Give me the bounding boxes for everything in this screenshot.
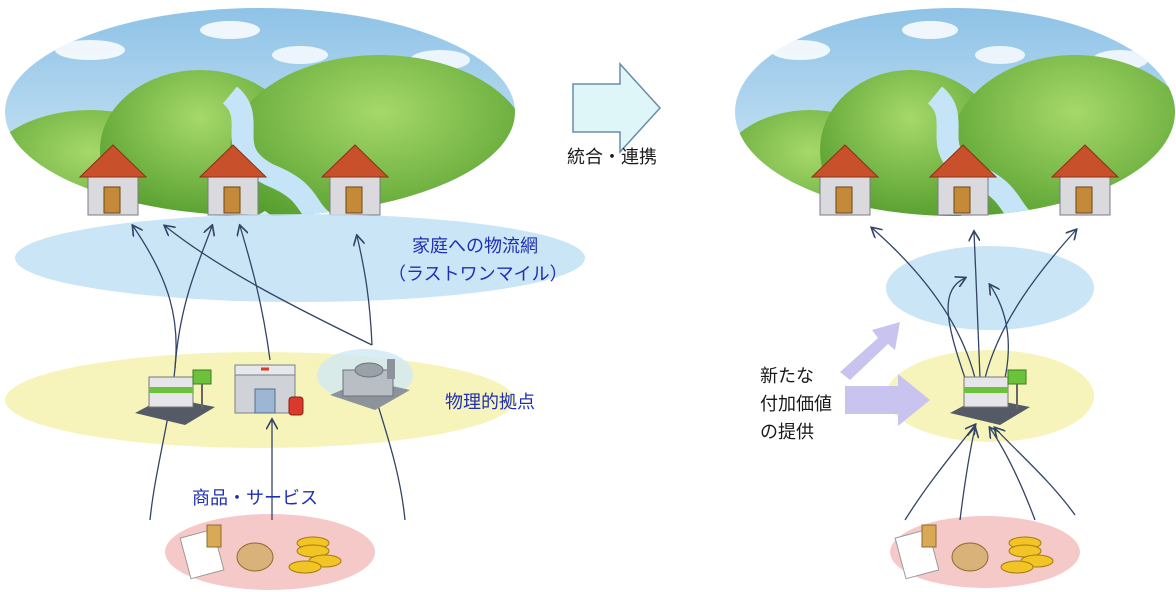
new-value-label-line1: 新たな (760, 366, 814, 387)
landscape-left (5, 8, 515, 216)
goods-services-label: 商品・サービス (192, 488, 318, 509)
integration-label: 統合・連携 (567, 147, 657, 168)
integration-arrow (572, 62, 662, 154)
convenience-store-icon (950, 369, 1030, 425)
house-icon (78, 144, 148, 216)
convenience-store-icon (135, 369, 215, 425)
goods-icon (894, 524, 1054, 580)
post-office-icon (234, 364, 304, 416)
right-scene (735, 8, 1175, 588)
delivery-arrows-right (872, 228, 1076, 521)
network-layer (15, 214, 585, 302)
new-value-label-line3: の提供 (760, 422, 814, 443)
house-icon (1050, 144, 1120, 216)
home-network-label: 家庭への物流網 (412, 236, 538, 259)
goods-icon (179, 524, 342, 580)
physical-base-label: 物理的拠点 (445, 392, 535, 413)
house-icon (928, 144, 998, 216)
home-network-label-line1: 家庭への物流網 (412, 236, 538, 257)
home-network-label-line2: （ラストワンマイル） (388, 264, 568, 285)
home-network-label-2: （ラストワンマイル） (388, 264, 568, 287)
value-arrow-lower (845, 374, 930, 426)
house-icon (810, 144, 880, 216)
network-layer-right (886, 246, 1094, 330)
new-value-label-line2: 付加価値 (760, 394, 832, 415)
house-icon (320, 144, 390, 216)
house-icon (198, 144, 268, 216)
value-arrow-upper (840, 322, 900, 380)
factory-icon (317, 349, 413, 410)
